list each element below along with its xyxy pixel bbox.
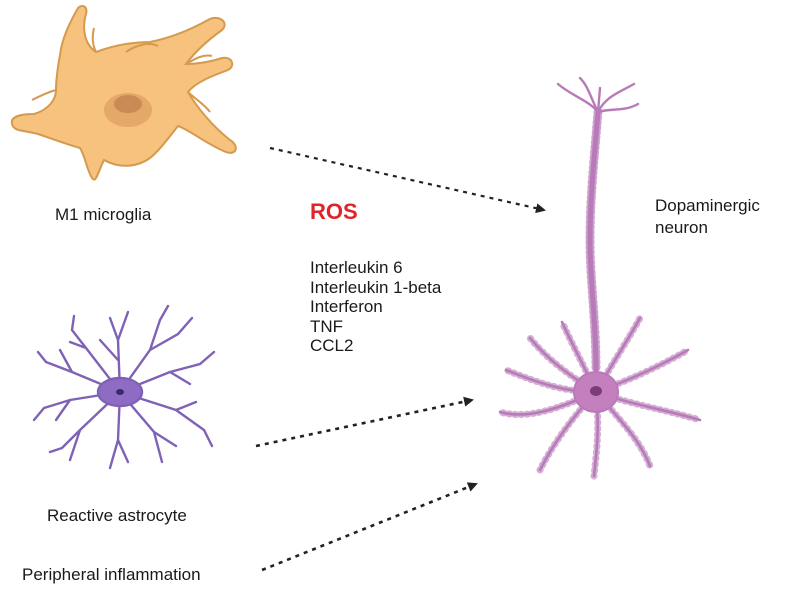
cytokine-item: Interferon bbox=[310, 297, 383, 316]
cytokine-item: Interleukin 6 bbox=[310, 258, 403, 277]
neuron-label: Dopaminergic neuron bbox=[655, 195, 760, 239]
peripheral-inflammation-label: Peripheral inflammation bbox=[22, 565, 201, 584]
arrow-astrocyte-to-neuron bbox=[255, 396, 474, 448]
neuron-label-line1: Dopaminergic bbox=[655, 196, 760, 215]
arrow-microglia-to-neuron bbox=[269, 146, 546, 214]
microglia-cell bbox=[10, 5, 237, 181]
ros-label: ROS bbox=[310, 199, 358, 224]
astrocyte-cell bbox=[32, 304, 216, 470]
cytokine-item: Interleukin 1-beta bbox=[310, 277, 442, 297]
cytokine-item: CCL2 bbox=[310, 336, 354, 355]
cytokine-list: Interleukin 6 Interleukin 1-beta Interfe… bbox=[310, 258, 441, 356]
astrocyte-label: Reactive astrocyte bbox=[47, 506, 187, 525]
arrow-peripheral-to-neuron bbox=[261, 482, 478, 572]
microglia-label: M1 microglia bbox=[55, 205, 152, 224]
cytokine-item: TNF bbox=[310, 316, 344, 336]
neuron-label-line2: neuron bbox=[655, 218, 708, 237]
neuron-cell bbox=[496, 76, 704, 480]
